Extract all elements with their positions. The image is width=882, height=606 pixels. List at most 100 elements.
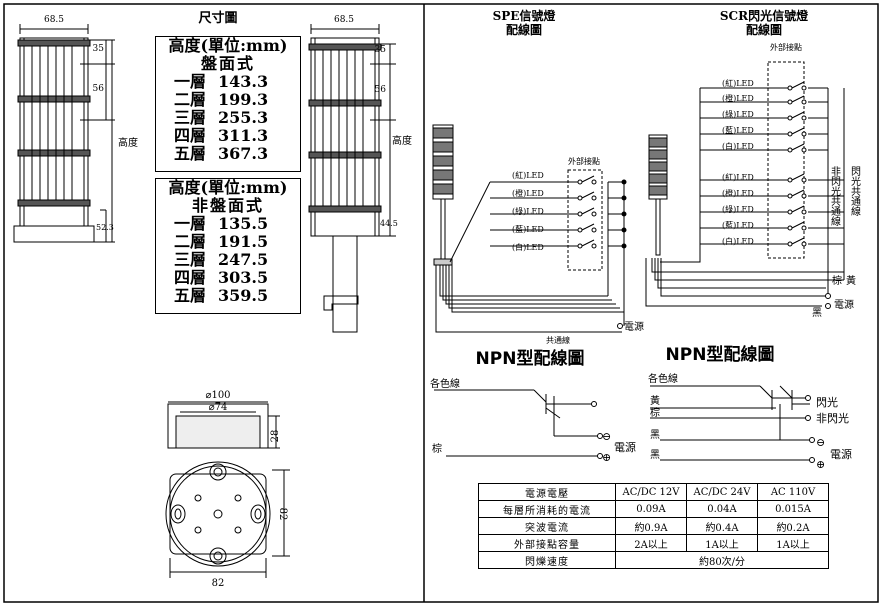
scr-black: 黑 <box>812 307 822 319</box>
scr-led-bottom-blue: (藍)LED <box>722 220 754 230</box>
spe-led-green: (綠)LED <box>512 206 544 216</box>
height-table-non-panel-subtitle: 非盤面式 <box>191 196 264 215</box>
spe-wires <box>435 181 625 333</box>
npn2-black-2: 黑 <box>650 449 660 461</box>
dim-44-5: 44.5 <box>380 219 398 228</box>
scr-title-1: SCR閃光信號燈 <box>720 8 809 23</box>
dim-width-b: 68.5 <box>334 15 354 25</box>
spe-common-label: 共通線 <box>546 335 570 345</box>
tower-non-panel-drawing <box>308 24 396 333</box>
electrical-spec-table: 電源電壓 AC/DC 12V AC/DC 24V AC 110V 每層所消耗的電… <box>478 483 829 569</box>
height-table-non-panel-header: 高度(單位:mm) <box>168 178 288 197</box>
scr-led-top-white: (白)LED <box>722 141 754 151</box>
scr-power: 電源 <box>834 298 854 311</box>
dim-height-b: 高度 <box>392 134 412 147</box>
scr-title-2: 配線圖 <box>746 22 782 37</box>
dim-35-b: 35 <box>375 45 387 55</box>
dim-56-a: 56 <box>93 84 105 94</box>
npn1-title: NPN型配線圖 <box>476 348 585 369</box>
spe-title-1: SPE信號燈 <box>493 8 557 23</box>
dim-width-a: 68.5 <box>44 15 64 25</box>
npn2-black-1: 黑 <box>650 429 660 441</box>
dim-82-h: 82 <box>277 508 288 521</box>
table-row: 突波電流 約0.9A 約0.4A 約0.2A <box>478 517 829 535</box>
spe-ext-contact-box <box>567 169 603 271</box>
npn1-circuit <box>434 389 600 457</box>
npn2-yellow: 黃 <box>650 394 660 407</box>
npn2-power: 電源 <box>830 447 852 461</box>
scr-wires <box>645 87 845 307</box>
npn2-circuit <box>650 385 812 461</box>
spe-title-2: 配線圖 <box>506 22 542 37</box>
scr-led-bottom-orange: (橙)LED <box>722 188 754 198</box>
npn2-brown: 棕 <box>650 406 660 419</box>
spe-power-label: 電源 <box>624 320 644 333</box>
scr-led-bottom-green: (綠)LED <box>722 204 754 214</box>
dim-82-w: 82 <box>212 578 225 589</box>
npn2-flash: 閃光 <box>816 395 838 409</box>
base-side-view <box>167 401 280 449</box>
height-table-panel-subtitle: 盤面式 <box>200 54 255 73</box>
scr-yellow: 黃 <box>846 274 856 287</box>
npn2-plus-icon: ⊕ <box>816 458 825 471</box>
scr-switch-contacts <box>787 81 831 309</box>
npn1-plus-icon: ⊕ <box>602 451 611 464</box>
dimension-title: 尺寸圖 <box>198 10 237 26</box>
scr-flash-common: 閃光共通線 <box>849 166 861 216</box>
npn1-each-line: 各色線 <box>430 377 460 390</box>
dim-dia-100: ⌀100 <box>205 390 230 401</box>
dim-52-3: 52.3 <box>96 223 114 232</box>
spe-led-red: (紅)LED <box>512 170 544 180</box>
scr-led-top-red: (紅)LED <box>722 78 754 88</box>
scr-led-top-orange: (橙)LED <box>722 93 754 103</box>
scr-ext-label: 外部接點 <box>770 42 802 52</box>
dim-height-a: 高度 <box>118 136 138 149</box>
dim-56-b: 56 <box>375 85 387 95</box>
scr-tower-icon <box>648 134 668 256</box>
scr-brown: 棕 <box>832 274 842 287</box>
npn2-non-flash: 非閃光 <box>816 411 849 425</box>
scr-led-bottom-white: (白)LED <box>722 236 754 246</box>
npn2-minus-icon: ⊖ <box>816 436 825 449</box>
table-row: 每層所消耗的電流 0.09A 0.04A 0.015A <box>478 500 829 518</box>
spe-led-blue: (藍)LED <box>512 224 544 234</box>
spe-tower-icon <box>432 124 454 266</box>
spe-switch-contacts <box>577 175 627 329</box>
dim-28: 28 <box>270 430 281 443</box>
spe-led-orange: (橙)LED <box>512 188 544 198</box>
scr-non-flash-common: 非閃光共通線 <box>829 166 841 226</box>
page-frame <box>3 3 879 603</box>
tower-panel-drawing <box>13 24 115 243</box>
scr-led-bottom-red: (紅)LED <box>722 172 754 182</box>
npn1-minus-icon: ⊖ <box>602 430 611 443</box>
table-row: 閃爍速度 約80次/分 <box>478 551 829 569</box>
dim-35-a: 35 <box>93 44 105 54</box>
npn2-title: NPN型配線圖 <box>666 344 775 365</box>
npn2-each-line: 各色線 <box>648 372 678 385</box>
table-row: 外部接點容量 2A以上 1A以上 1A以上 <box>478 534 829 552</box>
scr-ext-contact-box <box>767 61 805 259</box>
spe-led-white: (白)LED <box>512 242 544 252</box>
npn2-terminals <box>805 395 815 463</box>
npn1-power: 電源 <box>614 440 636 454</box>
npn1-brown: 棕 <box>432 442 442 455</box>
scr-led-top-blue: (藍)LED <box>722 125 754 135</box>
base-top-view <box>165 461 290 578</box>
height-table-panel-header: 高度(單位:mm) <box>168 36 288 55</box>
scr-led-top-green: (綠)LED <box>722 109 754 119</box>
table-row: 電源電壓 AC/DC 12V AC/DC 24V AC 110V <box>478 483 829 501</box>
npn1-terminals <box>591 401 603 459</box>
